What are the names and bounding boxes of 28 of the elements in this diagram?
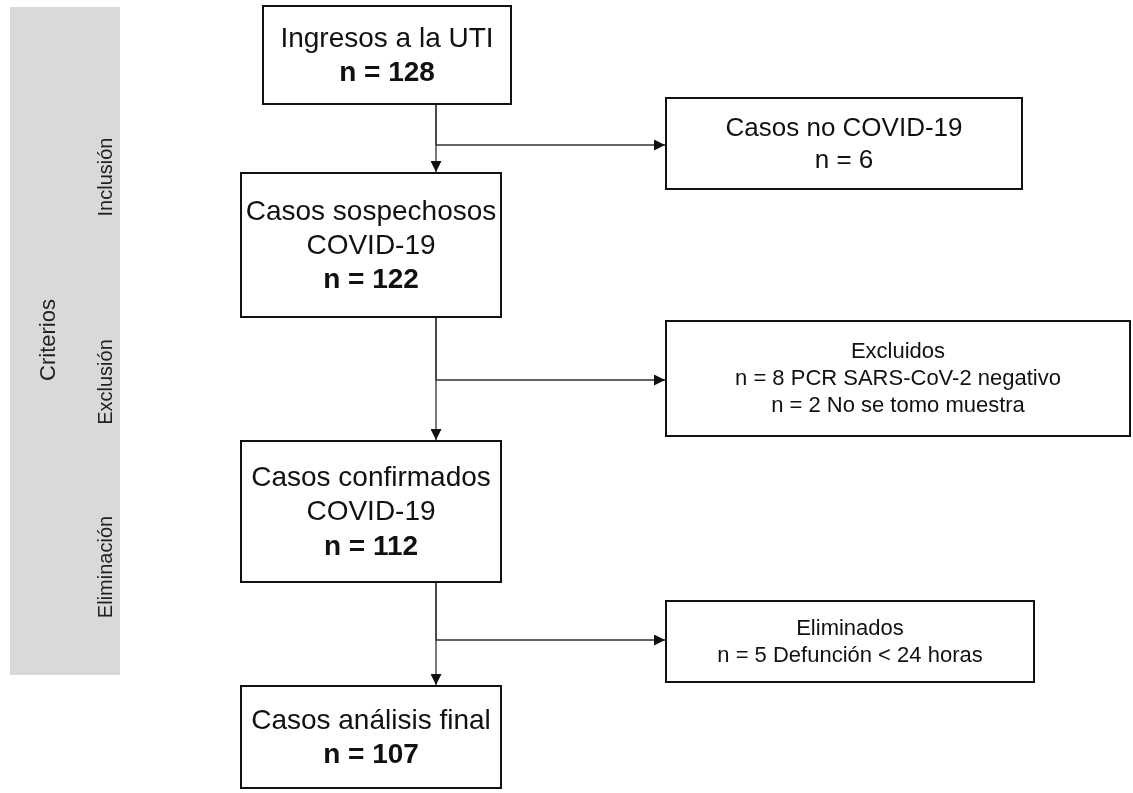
process-box: [665, 600, 1035, 683]
count-text: n = 122: [323, 262, 419, 297]
box-heading: Ingresos a la UTI: [280, 20, 494, 55]
process-box: [262, 5, 512, 105]
process-box: [240, 440, 502, 583]
process-box: [665, 320, 1131, 437]
count-text: n = 5 Defunción < 24 horas: [717, 641, 983, 669]
section-label: Inclusión: [93, 137, 117, 217]
count-text: n = 107: [323, 737, 419, 771]
count-text: n = 6: [814, 143, 874, 176]
process-box: [240, 685, 502, 789]
process-box: [240, 172, 502, 318]
arrow: [435, 317, 666, 386]
box-heading: Eliminados: [796, 614, 904, 642]
arrow: [435, 582, 666, 646]
criteria-band: [10, 7, 120, 675]
count-text: n = 2 No se tomo muestra: [771, 391, 1025, 419]
box-heading: Excluidos: [850, 338, 946, 366]
box-heading: Casos análisis final: [251, 702, 491, 737]
count-text: n = 128: [339, 55, 435, 89]
section-label: Exclusión: [93, 339, 117, 425]
box-heading: Casos no COVID-19: [725, 111, 963, 144]
section-label: Eliminación: [93, 515, 117, 619]
count-text: n = 8 PCR SARS-CoV-2 negativo: [735, 365, 1061, 392]
axis-title: Criterios: [35, 299, 61, 381]
arrow: [435, 104, 666, 151]
count-text: n = 112: [323, 528, 419, 563]
process-box: [665, 97, 1023, 190]
